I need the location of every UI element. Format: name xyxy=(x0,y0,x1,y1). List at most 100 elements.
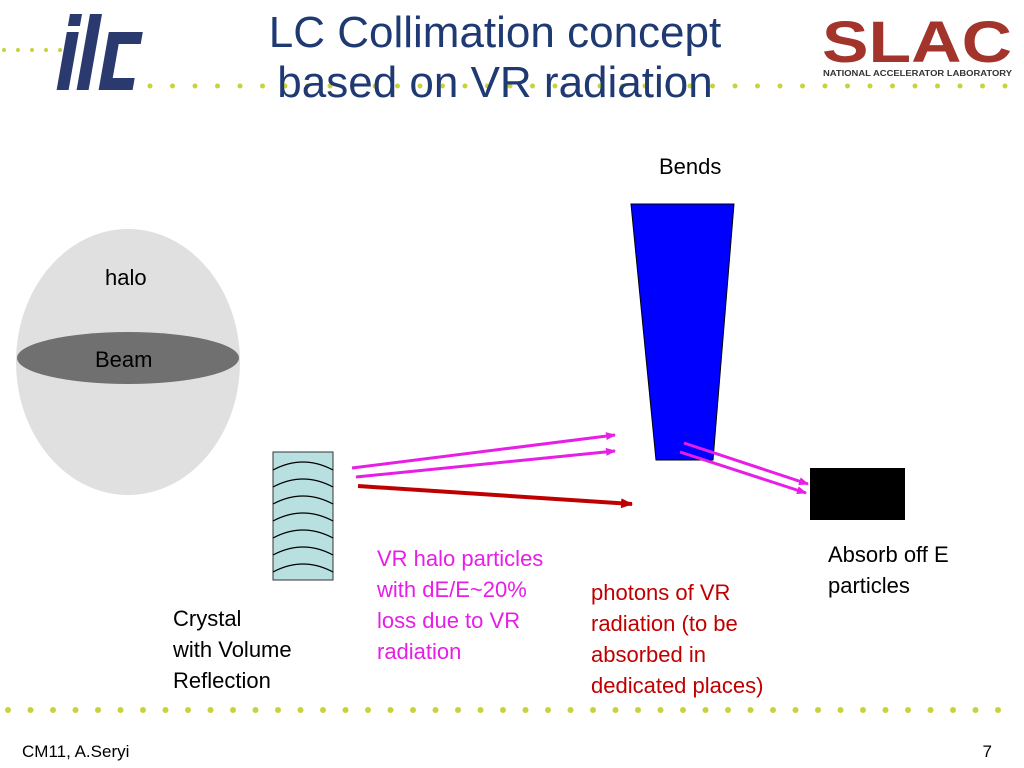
crystal-label-line: with Volume xyxy=(173,637,292,662)
decorative-dot xyxy=(16,48,20,52)
bent-arrow-upper xyxy=(683,441,809,486)
absorber-block xyxy=(810,468,905,520)
decorative-dot xyxy=(507,83,513,89)
decorative-dot xyxy=(327,83,333,89)
slac-logo: SLAC NATIONAL ACCELERATOR LABORATORY xyxy=(822,10,1013,78)
decorative-dot xyxy=(170,83,175,89)
page-number: 7 xyxy=(982,742,992,761)
vr-halo-label-line: with dE/E~20% xyxy=(377,577,527,602)
decorative-dot xyxy=(252,707,259,713)
slide-title-line-2: based on VR radiation xyxy=(277,58,713,107)
svg-text:NATIONAL ACCELERATOR LABORATOR: NATIONAL ACCELERATOR LABORATORY xyxy=(823,69,1013,78)
decorative-dot xyxy=(845,83,850,89)
decorative-dot xyxy=(185,707,191,713)
absorb-label-line: Absorb off E xyxy=(828,542,949,567)
decorative-dot-line-bottom xyxy=(5,707,1001,713)
bend-magnet xyxy=(630,203,735,461)
decorative-dot xyxy=(567,707,574,713)
photons-label-line: radiation (to be xyxy=(591,611,738,636)
photons-label-line: absorbed in xyxy=(591,642,706,667)
decorative-dot xyxy=(230,707,236,713)
decorative-dot xyxy=(147,83,153,89)
decorative-dot xyxy=(732,83,738,89)
decorative-dot xyxy=(882,707,889,713)
decorative-dot xyxy=(867,83,873,89)
decorative-dot xyxy=(2,48,6,52)
decorative-dot xyxy=(530,83,535,89)
decorative-dot xyxy=(612,707,619,713)
decorative-dot xyxy=(822,83,828,89)
decorative-dot xyxy=(980,83,985,89)
beam-label: Beam xyxy=(95,347,153,372)
decorative-dot xyxy=(642,83,648,89)
decorative-dot xyxy=(522,707,529,713)
decorative-dot xyxy=(30,48,34,52)
decorative-dot xyxy=(410,707,416,713)
absorb-label: Absorb off E particles xyxy=(828,539,949,601)
bends-label: Bends xyxy=(659,154,722,179)
halo-label: halo xyxy=(105,265,147,290)
crystal-plane-arc xyxy=(272,563,334,573)
svg-text:SLAC: SLAC xyxy=(822,10,1012,75)
decorative-dot xyxy=(44,48,48,52)
decorative-dot xyxy=(620,83,625,89)
decorative-dot xyxy=(747,707,754,713)
decorative-dot xyxy=(192,83,198,89)
beam-ellipse xyxy=(17,332,239,384)
decorative-dot xyxy=(320,707,326,713)
decorative-dot xyxy=(815,707,821,713)
decorative-dot xyxy=(140,707,146,713)
photon-arrow xyxy=(357,484,633,509)
slide-title: LC Collimation concept based on VR radia… xyxy=(190,8,800,108)
decorative-dot xyxy=(275,707,281,713)
crystal-plane-arc xyxy=(272,478,334,488)
decorative-dot xyxy=(837,707,844,713)
absorb-label-line: particles xyxy=(828,573,910,598)
decorative-dot-line-top xyxy=(2,48,1008,89)
decorative-dot xyxy=(800,83,805,89)
decorative-dot xyxy=(440,83,445,89)
decorative-dot xyxy=(297,707,304,713)
decorative-dot xyxy=(552,83,558,89)
decorative-dot xyxy=(860,707,866,713)
crystal-plane-arc xyxy=(272,529,334,539)
vr-halo-label: VR halo particles with dE/E~20% loss due… xyxy=(377,543,543,667)
ilc-logo xyxy=(56,14,143,90)
decorative-dot xyxy=(725,707,731,713)
decorative-dot xyxy=(58,48,62,52)
vr-halo-label-line: VR halo particles xyxy=(377,546,544,571)
decorative-dot xyxy=(417,83,423,89)
decorative-dot xyxy=(95,707,101,713)
decorative-dot xyxy=(927,707,934,713)
decorative-dot xyxy=(372,83,378,89)
decorative-dot xyxy=(680,707,686,713)
decorative-dot xyxy=(207,707,214,713)
photons-label-line: photons of VR xyxy=(591,580,731,605)
decorative-dot xyxy=(260,83,265,89)
decorative-dot xyxy=(305,83,310,89)
decorative-dot xyxy=(665,83,670,89)
crystal-plane-arc xyxy=(272,512,334,522)
decorative-dot xyxy=(575,83,580,89)
decorative-dot xyxy=(710,83,715,89)
decorative-dot xyxy=(702,707,709,713)
crystal-label-line: Crystal xyxy=(173,606,242,631)
vr-halo-label-line: loss due to VR xyxy=(377,608,521,633)
crystal-plane-arc xyxy=(272,461,334,471)
decorative-dot xyxy=(432,707,439,713)
decorative-dot xyxy=(27,707,34,713)
crystal-label: Crystal with Volume Reflection xyxy=(173,603,292,696)
decorative-dot xyxy=(597,83,603,89)
decorative-dot xyxy=(890,83,895,89)
decorative-dot xyxy=(995,707,1001,713)
decorative-dot xyxy=(162,707,169,713)
decorative-dot xyxy=(545,707,551,713)
decorative-dot xyxy=(237,83,243,89)
decorative-dot xyxy=(365,707,371,713)
decorative-dot xyxy=(395,83,400,89)
decorative-dot xyxy=(950,707,956,713)
photons-label: photons of VR radiation (to be absorbed … xyxy=(591,577,763,701)
decorative-dot xyxy=(905,707,911,713)
decorative-dot xyxy=(590,707,596,713)
